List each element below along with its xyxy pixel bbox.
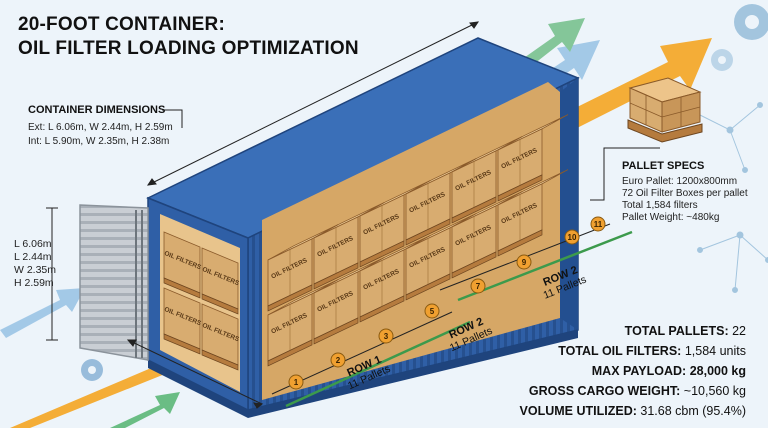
pallet-number: 5 — [430, 307, 435, 316]
pallet-number: 3 — [384, 332, 389, 341]
pallet-specs-heading: PALLET SPECS — [622, 160, 705, 172]
front-cargo-box: OIL FILTERS — [201, 247, 241, 315]
pallet-number-badge: 1 — [288, 374, 304, 390]
external-dimensions: Ext: L 6.06m, W 2.44m, H 2.59m — [28, 122, 173, 133]
dimensions-leader — [162, 109, 183, 128]
door-dimension-1: L 6.06m — [14, 238, 52, 250]
sample-pallet-illustration — [627, 77, 703, 143]
cargo-box: OIL FILTERS — [451, 136, 523, 224]
stat-max-payload: MAX PAYLOAD: 28,000 kg — [591, 364, 746, 378]
title-line-2: OIL FILTER LOADING OPTIMIZATION — [18, 38, 359, 59]
front-cargo-box: OIL FILTERS — [163, 231, 203, 299]
pallet-spec-line: Pallet Weight: ~480kg — [622, 212, 720, 223]
cargo-box: OIL FILTERS — [313, 257, 385, 345]
cargo-box: OIL FILTERS — [313, 202, 385, 290]
cargo-box: OIL FILTERS — [359, 235, 431, 323]
door-dimension-2: L 2.44m — [14, 251, 52, 263]
stat-total-filters: TOTAL OIL FILTERS: 1,584 units — [558, 344, 746, 358]
container-door — [79, 204, 149, 361]
container-rear-end — [560, 78, 578, 330]
bg-arrow-green-bottom — [110, 392, 180, 428]
stat-total-pallets: TOTAL PALLETS: 22 — [624, 324, 746, 338]
gear-icon — [711, 49, 733, 71]
cargo-box: OIL FILTERS — [405, 158, 477, 246]
cargo-box: OIL FILTERS — [267, 279, 339, 367]
pallet-spec-line: Euro Pallet: 1200x800mm — [622, 176, 738, 187]
cargo-box: OIL FILTERS — [497, 169, 569, 257]
pallet-number-badge: 3 — [378, 328, 394, 344]
pallet-spec-line: 72 Oil Filter Boxes per pallet — [622, 188, 748, 199]
width-dimension-line — [126, 339, 264, 409]
bg-arrow-blue-bottom — [0, 288, 85, 338]
pallet-specs-leader-2 — [590, 160, 605, 201]
door-dimension-3: W 2.35m — [14, 264, 57, 276]
stat-gross-weight: GROSS CARGO WEIGHT: ~10,560 kg — [528, 384, 746, 398]
pallet-number-badge: 5 — [424, 303, 440, 319]
container-dimensions-heading: CONTAINER DIMENSIONS — [28, 104, 166, 116]
pallet-spec-line: Total 1,584 filters — [622, 200, 698, 211]
cargo-box: OIL FILTERS — [405, 213, 477, 301]
pallet-number-badges: 1 2 3 5 7 9 10 11 — [288, 216, 606, 390]
pallet-number: 9 — [522, 258, 527, 267]
pallet-number: 10 — [568, 233, 577, 242]
gear-icon — [734, 4, 768, 40]
pallet-number-badge: 7 — [470, 278, 486, 294]
cargo-box: OIL FILTERS — [359, 180, 431, 268]
gear-icon — [81, 359, 103, 381]
front-cargo-box: OIL FILTERS — [201, 303, 241, 371]
door-dimension-4: H 2.59m — [14, 277, 54, 289]
cargo-box: OIL FILTERS — [267, 224, 339, 312]
pallet-specs-leader — [603, 147, 660, 160]
cargo-box: OIL FILTERS — [451, 191, 523, 279]
length-dimension-line — [146, 21, 480, 186]
row2-green-line — [457, 230, 633, 302]
row1-green-line — [285, 320, 471, 408]
pallet-number-badge: 11 — [590, 216, 606, 232]
front-cargo-box: OIL FILTERS — [163, 287, 203, 355]
pallet-number-badge: 2 — [330, 352, 346, 368]
pallet-number-badge: 9 — [516, 254, 532, 270]
pallet-number: 2 — [336, 356, 341, 365]
internal-dimensions: Int: L 5.90m, W 2.35m, H 2.38m — [28, 136, 170, 147]
stat-volume-utilized: VOLUME UTILIZED: 31.68 cbm (95.4%) — [519, 404, 746, 418]
title-line-1: 20-FOOT CONTAINER: — [18, 14, 225, 35]
pallet-number: 7 — [476, 282, 481, 291]
pallet-number: 1 — [294, 378, 299, 387]
cargo-box: OIL FILTERS — [497, 114, 569, 202]
door-height-dimension-line — [46, 207, 58, 341]
pallet-number: 11 — [594, 220, 603, 229]
pallet-number-badge: 10 — [564, 229, 580, 245]
